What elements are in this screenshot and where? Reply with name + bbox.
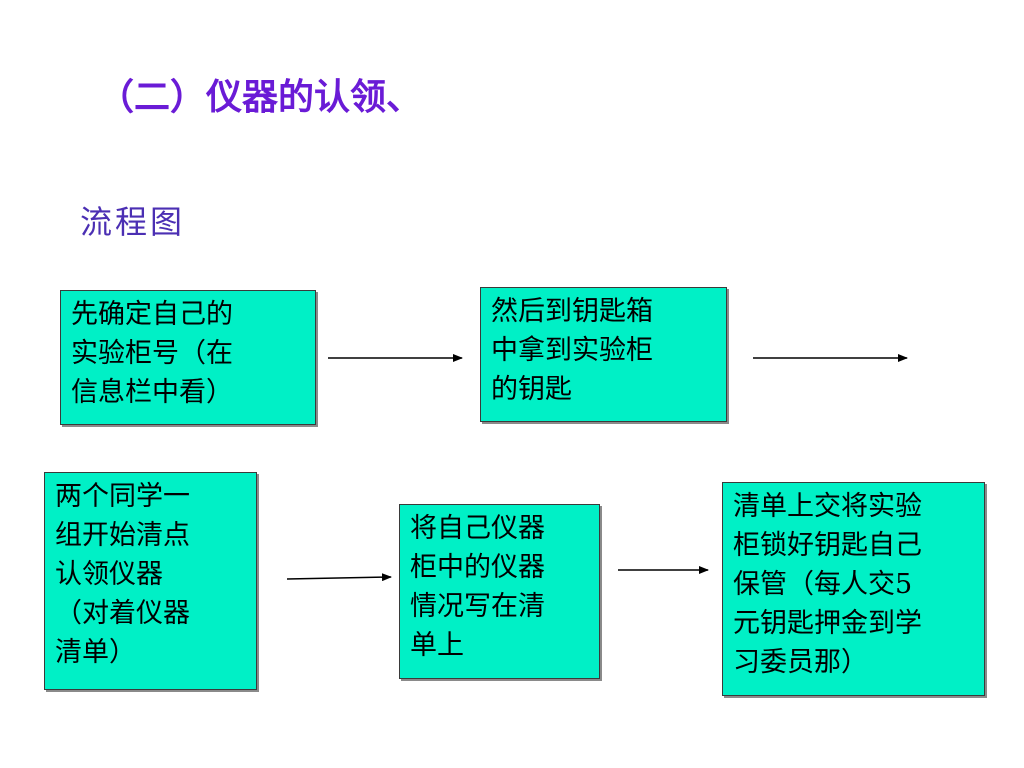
step-text-line: 保管（每人交5 [733,569,913,600]
step-text-line: 信息栏中看） [71,377,233,408]
flowchart-label: 流程图 [80,203,186,241]
step-text-line: 将自己仪器 [410,513,545,544]
step-text-line: 的钥匙 [491,374,572,405]
step-box-check-instruments: 两个同学一 组开始清点 认领仪器 （对着仪器 清单） [44,472,257,690]
step-text-line: 柜中的仪器 [410,552,545,583]
step-text-line: 先确定自己的 [71,299,233,330]
step-text-line: 认领仪器 [55,559,163,590]
step-text-line: 柜锁好钥匙自己 [733,530,922,561]
step-text-line: （对着仪器 [55,598,190,629]
step-text-line: 实验柜号（在 [71,338,233,369]
step-text-line: 习委员那） [733,647,868,678]
step-box-record-list: 将自己仪器 柜中的仪器 情况写在清 单上 [399,504,600,679]
step-text-line: 然后到钥匙箱 [491,296,653,327]
step-text-line: 单上 [410,630,464,661]
step-box-submit-and-lock: 清单上交将实验 柜锁好钥匙自己 保管（每人交5 元钥匙押金到学 习委员那） [722,482,985,696]
step-text-line: 情况写在清 [410,591,545,622]
step-text-line: 清单上交将实验 [733,491,922,522]
step-text-line: 元钥匙押金到学 [733,608,922,639]
step-text-line: 组开始清点 [55,520,190,551]
step-text-line: 中拿到实验柜 [491,335,653,366]
step-text-line: 清单） [55,637,136,668]
step-box-get-key: 然后到钥匙箱 中拿到实验柜 的钥匙 [480,287,727,422]
step-text-line: 两个同学一 [55,481,190,512]
arrow-step3-to-step4 [286,573,392,582]
step-box-find-cabinet: 先确定自己的 实验柜号（在 信息栏中看） [60,290,316,425]
slide-title: （二）仪器的认领、 [98,77,423,118]
